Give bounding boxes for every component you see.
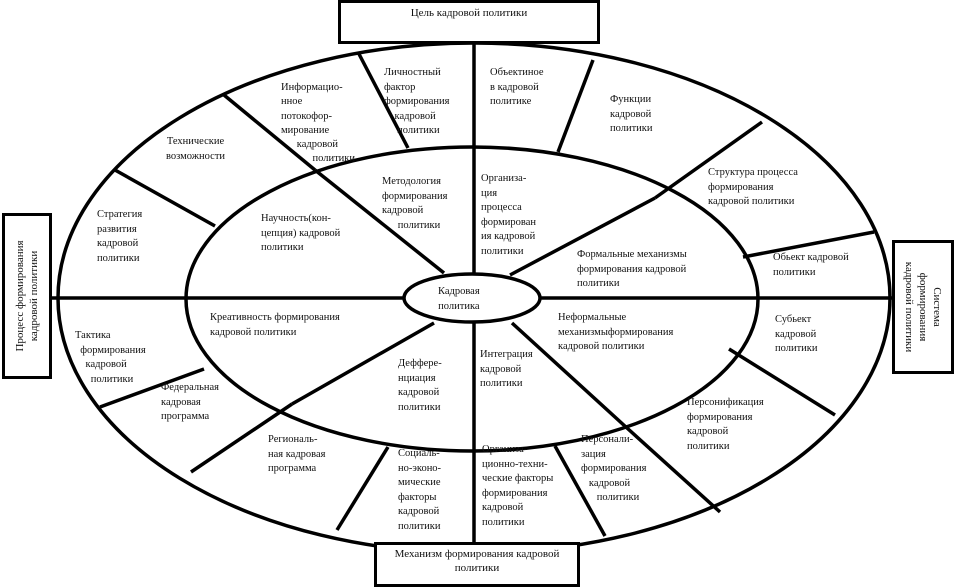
center-ellipse (402, 272, 542, 324)
spoke (556, 59, 595, 153)
goal-box-label: Цель кадровой политики (410, 7, 528, 19)
outer-sector-label: Обьект кадровой политики (773, 252, 849, 278)
spoke (728, 347, 836, 417)
outer-sector-label: Стратегия развития кадровой политики (97, 209, 143, 264)
spoke (510, 321, 629, 430)
spoke (742, 230, 875, 259)
spoke (114, 168, 216, 228)
spoke (357, 53, 410, 149)
spoke (335, 446, 390, 531)
outer-sector-label: Социаль- но-эконо- мические факторы кадр… (398, 448, 442, 532)
system-box-label: Система формирования кадровой политики (903, 261, 943, 353)
spoke (509, 196, 656, 277)
process-box-label: Процесс формирования кадровой политики (14, 240, 40, 352)
inner-sector-label: Научность(кон- цепция) кадровой политики (261, 213, 341, 253)
outer-sector-label: Организа- ционно-техни- ческие факторы ф… (482, 444, 554, 528)
inner-sector-label: Методология формирования кадровой полити… (382, 176, 448, 231)
outer-sector-label: Функции кадровой политики (610, 94, 653, 134)
inner-sector-label: Организа- ция процесса формирован ия кад… (481, 173, 537, 257)
inner-sector-label: Креативность формирования кадровой полит… (210, 312, 340, 338)
process-box: Процесс формирования кадровой политики (2, 213, 52, 379)
outer-sector-label: Объектиное в кадровой политике (490, 67, 544, 107)
spoke (222, 93, 317, 172)
spoke (99, 367, 205, 409)
outer-sector-label: Персонификация формирования кадровой пол… (687, 397, 764, 452)
mechanism-box-label: Механизм формирования кадровой политики (394, 548, 560, 574)
outer-sector-label: Структура процесса формирования кадровой… (708, 167, 798, 207)
inner-sector-label: Неформальные механизмыформирования кадро… (558, 312, 674, 352)
outer-sector-label: Субьект кадровой политики (775, 314, 818, 354)
outer-sector-label: Персонали- зация формирования кадровой п… (581, 434, 647, 503)
goal-box: Цель кадровой политики (338, 0, 600, 44)
outer-sector-label: Региональ- ная кадровая программа (268, 434, 326, 474)
outer-sector-label: Тактика формирования кадровой политики (75, 330, 146, 385)
spoke (190, 402, 293, 474)
outer-sector-label: Личностный фактор формирования кадровой … (384, 67, 450, 136)
spoke (291, 321, 435, 406)
mechanism-box: Механизм формирования кадровой политики (374, 542, 580, 587)
spoke (553, 445, 607, 537)
inner-sector-label: Деффере- нциация кадровой политики (398, 358, 442, 413)
outer-sector-label: Информацио- нное потокофор- мирование ка… (281, 82, 356, 165)
spoke (653, 120, 764, 200)
inner-sector-label: Интеграция кадровой политики (480, 349, 533, 389)
outer-sector-label: Технические возможности (166, 136, 226, 162)
outer-sector-label: Федеральная кадровая программа (161, 382, 219, 422)
system-box: Система формирования кадровой политики (892, 240, 954, 374)
center-label: Кадровая политика (438, 286, 480, 312)
spoke (625, 426, 722, 514)
spoke (313, 168, 446, 275)
inner-sector-label: Формальные механизмы формирования кадров… (577, 249, 687, 289)
